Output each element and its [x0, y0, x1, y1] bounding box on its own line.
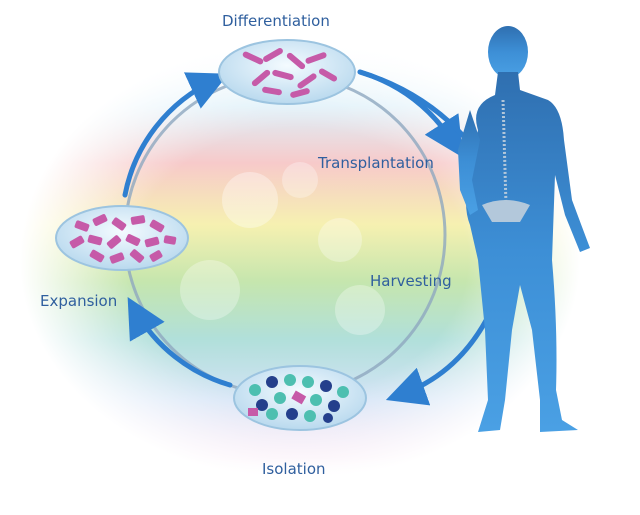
label-transplantation: Transplantation [318, 154, 434, 172]
dish-differentiation [218, 39, 356, 105]
spine [482, 99, 530, 222]
label-harvesting: Harvesting [370, 272, 452, 290]
arrow-isolation-to-expansion [127, 296, 233, 388]
label-expansion: Expansion [40, 292, 118, 310]
label-isolation: Isolation [262, 460, 326, 478]
dish-expansion [55, 205, 189, 271]
human-figure [458, 26, 590, 432]
dish-isolation [233, 365, 367, 431]
label-differentiation: Differentiation [222, 12, 330, 30]
arrow-expansion-to-differentiation [122, 72, 229, 198]
